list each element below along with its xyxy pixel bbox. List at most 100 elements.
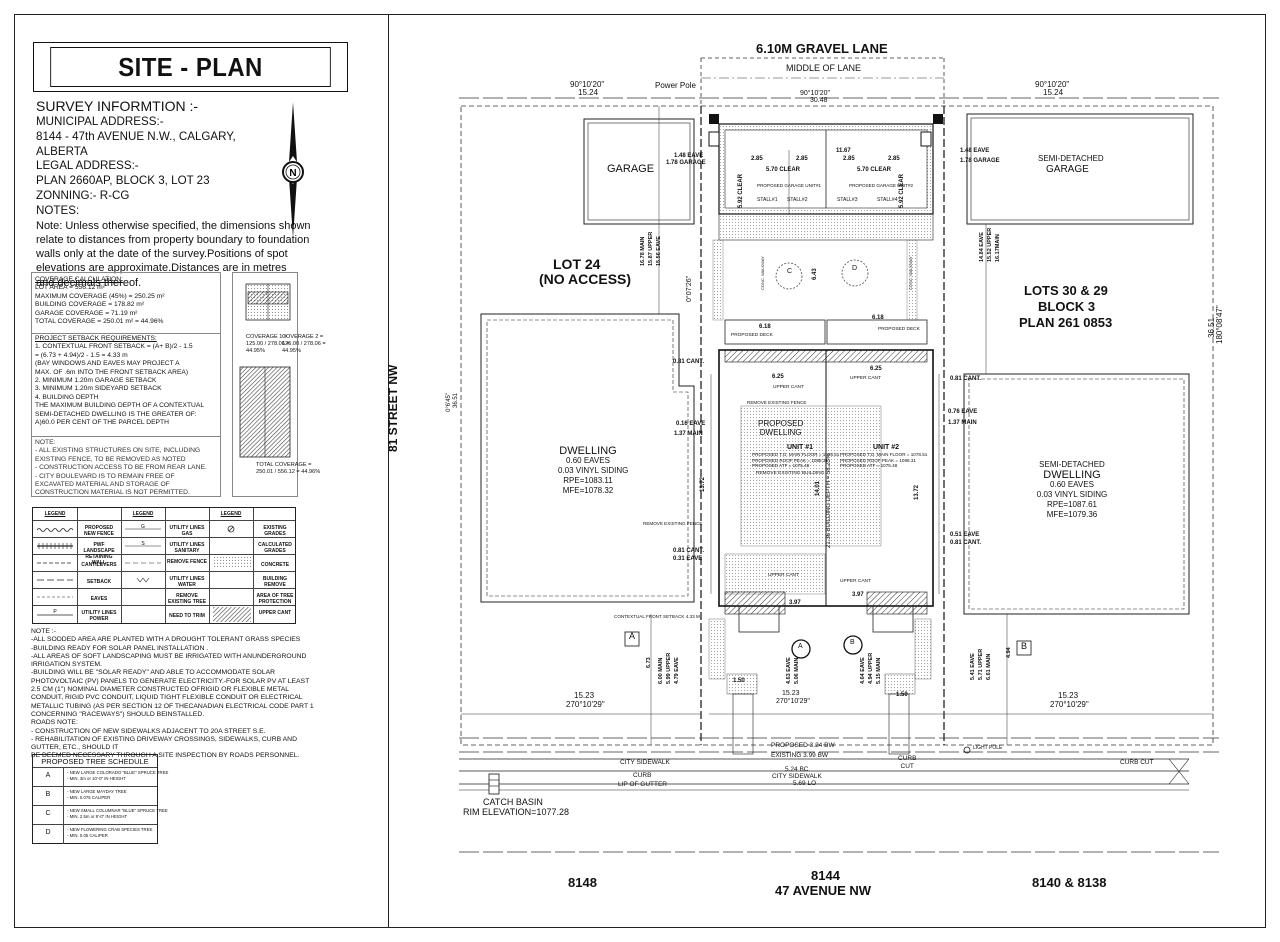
marker-b: B xyxy=(1021,641,1028,651)
garage-right-label-1: SEMI-DETACHED xyxy=(1038,154,1104,163)
tree-desc: - NEW LARGE MAYDAY TREE - MIN. 0.075 CAL… xyxy=(67,789,127,800)
legend: LEGEND LEGEND LEGEND PROPOSED NEW FENCE … xyxy=(32,507,296,624)
stall-4: STALL#4 xyxy=(877,197,898,203)
tree-desc: - NEW LARGE COLORADO "BLUE" SPRUCE TREE … xyxy=(67,770,169,781)
right-dim-1: 14.84 EAVE xyxy=(979,232,985,262)
tree-row-line xyxy=(33,824,157,825)
legend-header: LEGEND xyxy=(44,511,66,517)
survey-heading: SURVEY INFORMTION :- xyxy=(36,98,199,114)
upper-cant-4: UPPER CANT xyxy=(840,579,871,584)
tree-b-label: B xyxy=(850,639,855,646)
legend-row-line xyxy=(33,537,295,538)
note-line: CONDUIT, RIGID PVC CONDUIT, LIQUID TIGHT… xyxy=(31,694,303,702)
survey-note-line: and decimals thereof. xyxy=(36,276,142,289)
main-137-left: 1.37 MAIN xyxy=(674,431,703,437)
front-mid-dim-2: 5.06 MAIN xyxy=(794,658,800,684)
dim-618-right: 6.18 xyxy=(872,315,884,321)
contextual-setback: CONTEXTUAL FRONT SETBACK 4.33 M xyxy=(614,614,700,619)
legend-col-line xyxy=(77,508,78,623)
note-line: PHOTOVOLTAIC (PV) PANELS TO GENERATE ELE… xyxy=(31,677,310,685)
tree-c-label: C xyxy=(787,268,793,275)
north-label: N xyxy=(289,168,296,179)
left-dim-text: 16.78 MAIN xyxy=(640,236,646,266)
front-right-dim-text: 6.61 MAIN xyxy=(986,653,992,680)
lot24-label: LOT 24 xyxy=(553,256,601,272)
cant-081-right: 0.81 CANT. xyxy=(950,376,982,382)
left-dim-2: 15.87 UPPER xyxy=(648,232,654,266)
remove-fence-2: REMOVE EXISTING FENCE xyxy=(643,521,703,526)
setback-requirements: PROJECT SETBACK REQUIREMENTS: 1. CONTEXT… xyxy=(35,335,204,427)
legend-symbol-p: P xyxy=(53,609,57,615)
proposed-garage-2: PROPOSED GARAGE UNIT#2 xyxy=(849,183,914,188)
rim-elevation-label: RIM ELEVATION=1077.28 xyxy=(463,807,569,817)
dwelling-right-line: DWELLING xyxy=(1043,469,1101,481)
setback-line: MAX. OF .6m INTO THE FRONT SETBACK AREA) xyxy=(35,368,189,376)
unit2-notes: PROPOSED T.O. MAIN FLOOR = 1078.51 PROPO… xyxy=(840,452,928,469)
note-line: METALLIC TUBING (AS PER SECTION 12 OF TH… xyxy=(31,702,314,710)
address-left: 8148 xyxy=(568,875,597,890)
eave-016: 0.16 EAVE xyxy=(676,421,706,427)
dim-494-text: 4.94 xyxy=(1006,647,1012,658)
legend-item: REMOVE EXISTING TREE xyxy=(167,593,207,605)
clear-570-1: 5.70 CLEAR xyxy=(766,167,801,173)
bearing-bot-left: 270°10'29" xyxy=(566,700,605,709)
dim-673: 6.73 xyxy=(646,657,652,668)
address-mid-2: 47 AVENUE NW xyxy=(775,883,872,898)
clear-592-2: 5.92 CLEAR xyxy=(899,174,905,208)
setback-line: SEMI-DETACHED DWELLING IS THE GREATER OF… xyxy=(35,410,197,418)
legend-row-line xyxy=(33,571,295,572)
tree-schedule-title: PROPOSED TREE SCHEDULE xyxy=(41,757,149,766)
legend-item: CONCRETE xyxy=(260,562,290,568)
dim-643: 6.43 xyxy=(812,268,818,280)
dwelling-left-line: 0.60 EAVES xyxy=(566,456,610,465)
upper-cant-1: UPPER CANT xyxy=(773,385,804,390)
lip-gutter-label: LIP OF GUTTER xyxy=(618,781,667,788)
legend-header: LEGEND xyxy=(132,511,154,517)
setback-line: 4. BUILDING DEPTH xyxy=(35,393,99,401)
dwelling-left-line: 0.03 VINYL SIDING xyxy=(558,466,629,475)
tree-key: D xyxy=(45,829,51,836)
site-plan-drawing xyxy=(459,57,1219,853)
remove-existing-building: REMOVE EXISTING BUILDING xyxy=(756,471,825,476)
dim-top: 2.85 xyxy=(796,156,808,162)
eave-148-right: 1.48 EAVE xyxy=(960,148,990,154)
front-right-dim-text: 5.41 EAVE xyxy=(970,653,976,680)
tree-key: C xyxy=(45,810,51,817)
sheet-border xyxy=(14,14,1266,928)
legend-item: CALCULATED GRADES xyxy=(258,542,292,554)
coverage-note-line: CONSTRUCTION MATERIAL IS NOT PERMITTED. xyxy=(35,489,190,497)
eave-031: 0.31 EAVE xyxy=(673,556,703,562)
dwelling-right-line: 0.60 EAVES xyxy=(1050,480,1094,489)
street-81-text: 81 STREET NW xyxy=(386,364,400,452)
legend-item: NEED TO TRIM xyxy=(169,613,205,619)
right-dim-text: 15.52 UPPER xyxy=(987,227,993,262)
front-mid2-dim-text: 5.15 MAIN xyxy=(876,657,882,684)
setback-line: 1. CONTEXTUAL FRONT SETBACK = (A+ B)/2 -… xyxy=(35,343,193,351)
address-right: 8140 & 8138 xyxy=(1032,875,1107,890)
coverage-note-line: - CITY BOULEVARD IS TO REMAIN FREE OF xyxy=(35,472,175,480)
marker-a: A xyxy=(629,631,636,641)
legend-item: REMOVE FENCE xyxy=(167,559,208,565)
dwelling-right-line: SEMI-DETACHED xyxy=(1039,460,1105,469)
dist-left-side: 36.51 xyxy=(453,393,459,408)
tree-row-line xyxy=(33,786,157,787)
coverage-note-line: - CONSTRUCTION ACCESS TO BE FROM REAR LA… xyxy=(35,464,207,472)
tree-a-label: A xyxy=(798,643,803,650)
proposed-line: PROPOSED xyxy=(758,419,804,428)
coverage-calculation: COVERAGE CALCULATION: LOT AREA = 556.12 … xyxy=(35,276,165,326)
right-dim-3: 16.17MAIN xyxy=(995,234,1001,262)
tree-row-line xyxy=(33,805,157,806)
dim-625-right: 6.25 xyxy=(870,366,882,372)
dim-top: 2.85 xyxy=(843,156,855,162)
dim-1372-right: 13.72 xyxy=(914,485,920,500)
legal-label: LEGAL ADDRESS:- xyxy=(36,159,139,173)
lots-3029-label: LOTS 30 & 29 xyxy=(1024,283,1108,298)
bearing-right-side-text: 180°08'47" xyxy=(1215,305,1224,344)
dim-1372-text: 13.72 xyxy=(914,484,920,500)
note-line: IRRIGATION SYSTEM. xyxy=(31,661,102,669)
bearing-left-side: 0°6'45" xyxy=(446,393,452,412)
front-right-dim-3: 6.61 MAIN xyxy=(986,654,992,680)
note-line: 2.5 CM (1") NOMINAL DIAMETER CONSTRUCTED… xyxy=(31,686,290,694)
no-access-label: (NO ACCESS) xyxy=(539,271,632,287)
legend-col-line xyxy=(253,508,254,623)
